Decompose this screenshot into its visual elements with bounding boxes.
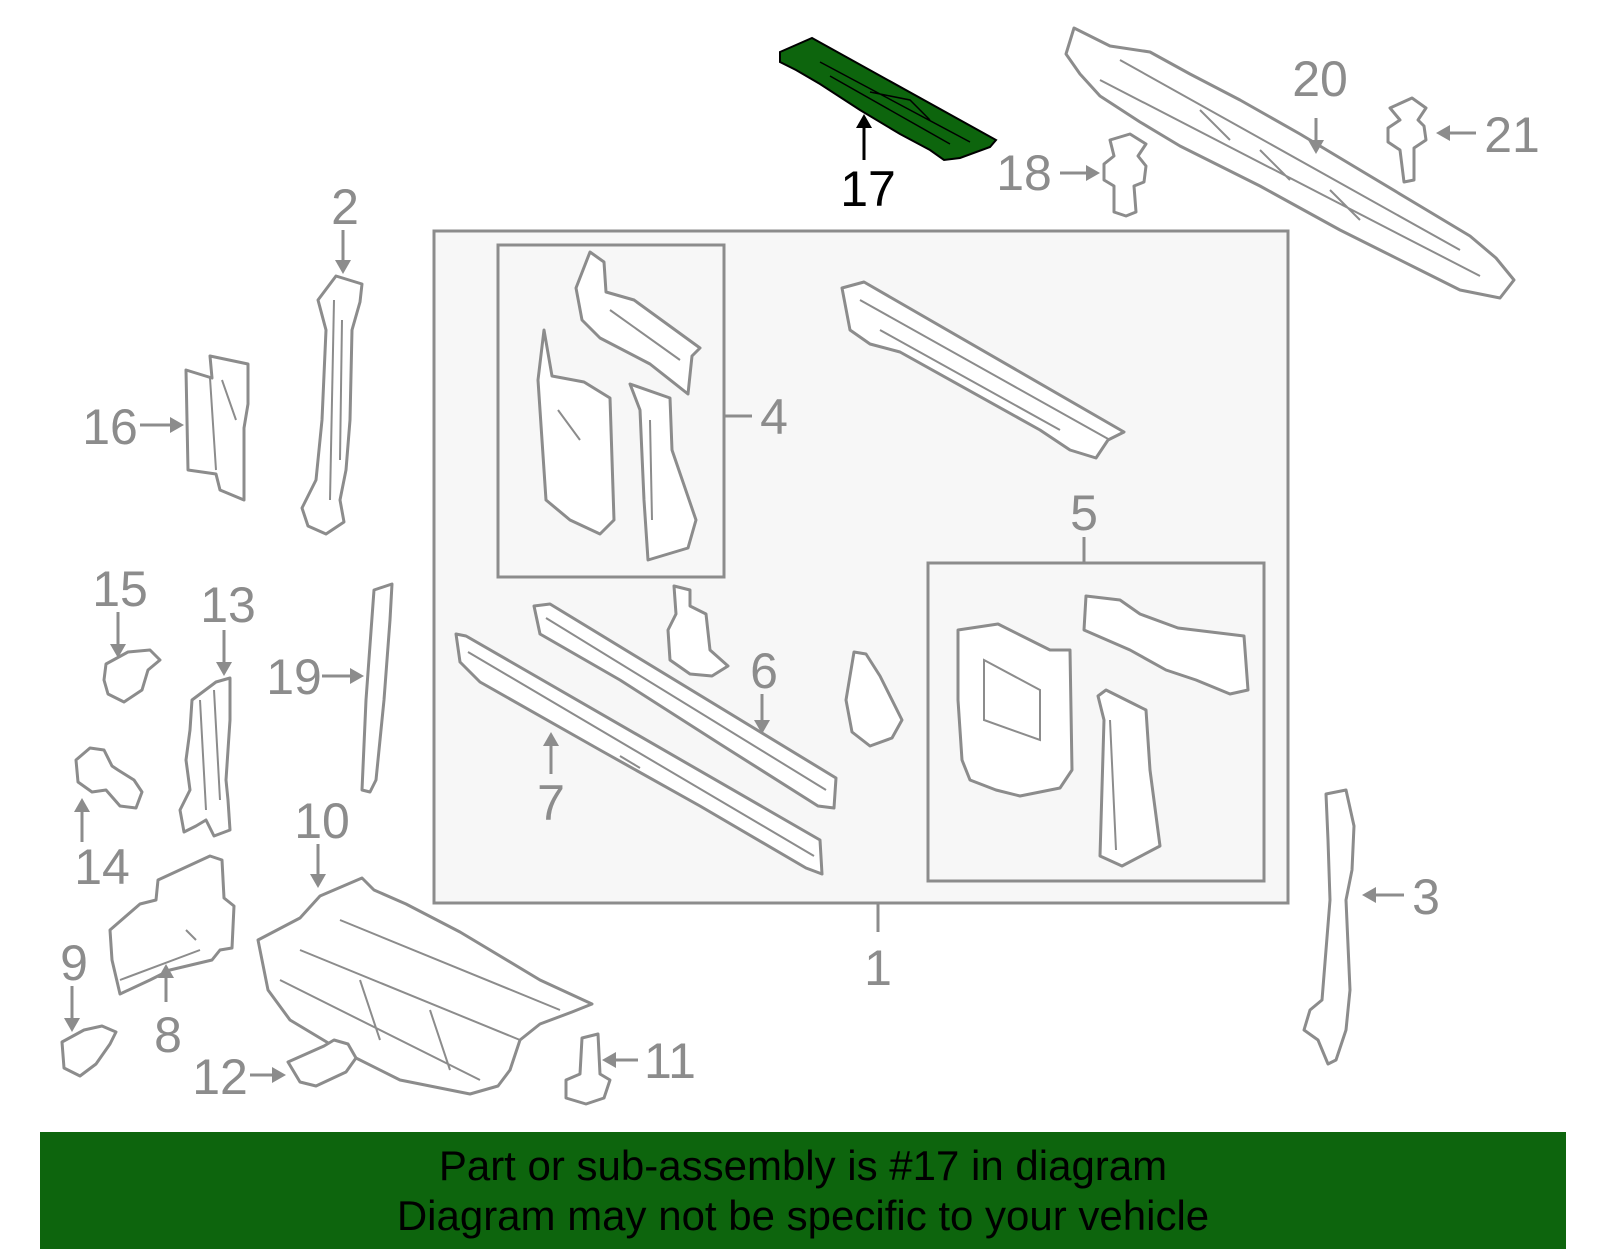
part-18-shape xyxy=(1102,132,1148,218)
part-16-shape xyxy=(184,354,250,502)
part-6-shape xyxy=(532,602,838,810)
part-13-shape xyxy=(178,676,232,838)
callout-13: 13 xyxy=(200,577,256,633)
part-14-shape xyxy=(74,746,144,810)
callout-12: 12 xyxy=(192,1049,248,1105)
banner-line-2: Diagram may not be specific to your vehi… xyxy=(396,1191,1210,1239)
callout-8: 8 xyxy=(154,1007,182,1063)
callout-10: 10 xyxy=(294,793,350,849)
part-4-shape xyxy=(536,250,702,562)
part-2-shape xyxy=(300,274,364,536)
part-17-shape[interactable] xyxy=(779,36,998,162)
callout-19: 19 xyxy=(266,649,322,705)
part-15-shape xyxy=(102,648,162,704)
callout-4: 4 xyxy=(760,389,788,445)
part-5-shape xyxy=(956,594,1250,868)
callout-3: 3 xyxy=(1412,869,1440,925)
banner-line-1: Part or sub-assembly is #17 in diagram xyxy=(438,1141,1168,1189)
part-crossmember-shape xyxy=(840,280,1126,460)
callout-9: 9 xyxy=(60,935,88,991)
callout-1: 1 xyxy=(864,940,892,996)
callout-6: 6 xyxy=(750,643,778,699)
info-banner: Part or sub-assembly is #17 in diagram D… xyxy=(40,1132,1566,1249)
callout-5: 5 xyxy=(1070,485,1098,541)
part-19-shape xyxy=(360,582,394,794)
part-7-shape xyxy=(454,632,824,876)
callout-14: 14 xyxy=(74,839,130,895)
callout-7: 7 xyxy=(537,775,565,831)
callout-21: 21 xyxy=(1484,107,1540,163)
part-small-bracket-shape xyxy=(666,584,904,748)
part-9-shape xyxy=(60,1024,118,1078)
callout-16: 16 xyxy=(82,399,138,455)
part-11-shape xyxy=(564,1032,612,1106)
callout-2: 2 xyxy=(331,179,359,235)
callout-11: 11 xyxy=(644,1033,696,1089)
part-12-shape xyxy=(286,1038,358,1088)
callout-20: 20 xyxy=(1292,51,1348,107)
part-21-shape xyxy=(1386,96,1428,184)
callout-15: 15 xyxy=(92,561,148,617)
part-3-shape xyxy=(1302,788,1356,1066)
part-20-shape xyxy=(1064,26,1516,300)
part-8-shape xyxy=(108,854,236,996)
callout-18: 18 xyxy=(996,145,1052,201)
callout-17: 17 xyxy=(840,161,896,217)
